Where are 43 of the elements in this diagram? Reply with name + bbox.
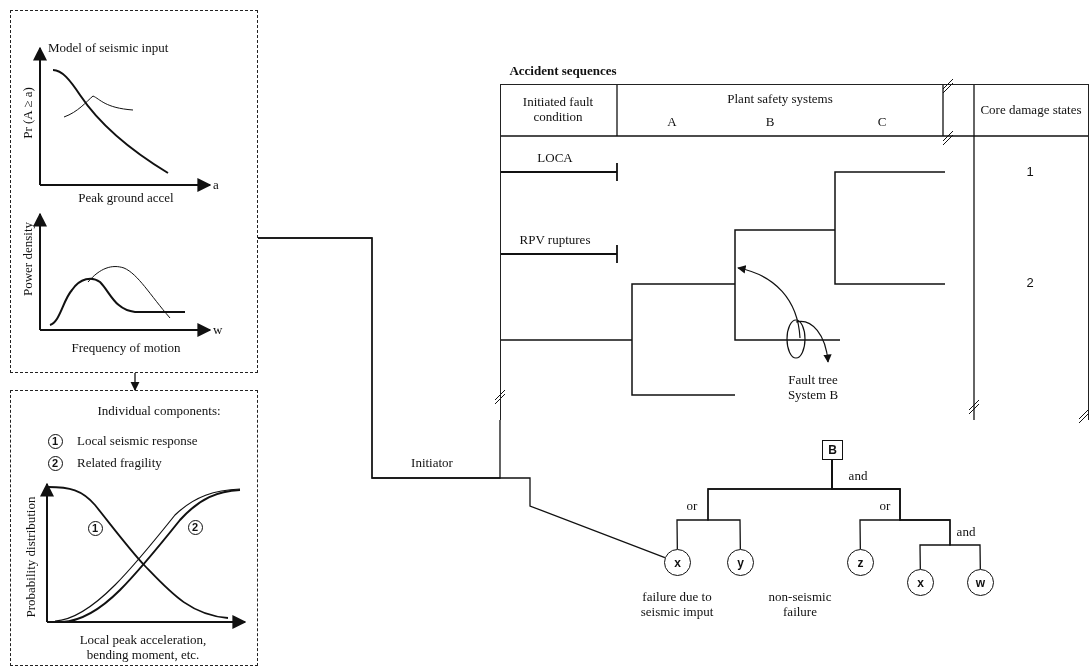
gate-box: B	[822, 440, 843, 460]
event-circle: w	[967, 569, 994, 596]
callout-number: 1	[87, 520, 103, 536]
event-circle: y	[727, 549, 754, 576]
chart-title: Model of seismic input	[48, 41, 169, 56]
axis-label: Power density	[20, 222, 36, 296]
dashed-panel	[10, 10, 258, 373]
connector-line	[257, 237, 666, 559]
column-header: A	[667, 114, 677, 130]
state-number: 1	[1026, 164, 1034, 180]
column-header: B	[765, 114, 775, 130]
row-label: RPV ruptures	[519, 232, 591, 248]
event-circle: x	[664, 549, 691, 576]
legend-heading: Individual components:	[97, 404, 221, 419]
row-label: LOCA	[537, 150, 573, 166]
legend-text: Local seismic response	[77, 434, 198, 449]
axis-label: Peak ground accel	[78, 191, 174, 206]
event-circle: z	[847, 549, 874, 576]
node-label: failure due to seismic imput	[639, 590, 715, 620]
axis-label: a	[213, 178, 219, 193]
node-label: non-seismic failure	[767, 590, 833, 620]
legend-text: Related fragility	[77, 456, 162, 471]
state-number: 2	[1026, 275, 1034, 291]
callout-number: 2	[187, 519, 203, 535]
event-circle: x	[907, 569, 934, 596]
table-title: Accident sequences	[509, 64, 617, 79]
annotation: Fault tree System B	[786, 373, 840, 403]
axis-label: Pr (A ≥ a)	[20, 87, 36, 139]
gate-label: or	[879, 498, 891, 514]
gate-label: and	[956, 524, 976, 540]
column-header: Initiated fault condition	[521, 95, 595, 125]
callout-number: 1	[47, 433, 63, 449]
column-header: C	[877, 114, 887, 130]
column-header: Core damage states	[979, 102, 1083, 118]
axis-label: w	[213, 323, 223, 338]
axis-label: Probability distribution	[23, 496, 39, 618]
axis-label: Local peak acceleration, bending moment, etc.	[78, 633, 208, 663]
axis-label: Frequency of motion	[71, 341, 181, 356]
arrow	[130, 372, 140, 391]
column-header: Plant safety systems	[727, 91, 833, 107]
callout-number: 2	[47, 455, 63, 471]
gate-label: or	[686, 498, 698, 514]
gate-label: and	[848, 468, 868, 484]
